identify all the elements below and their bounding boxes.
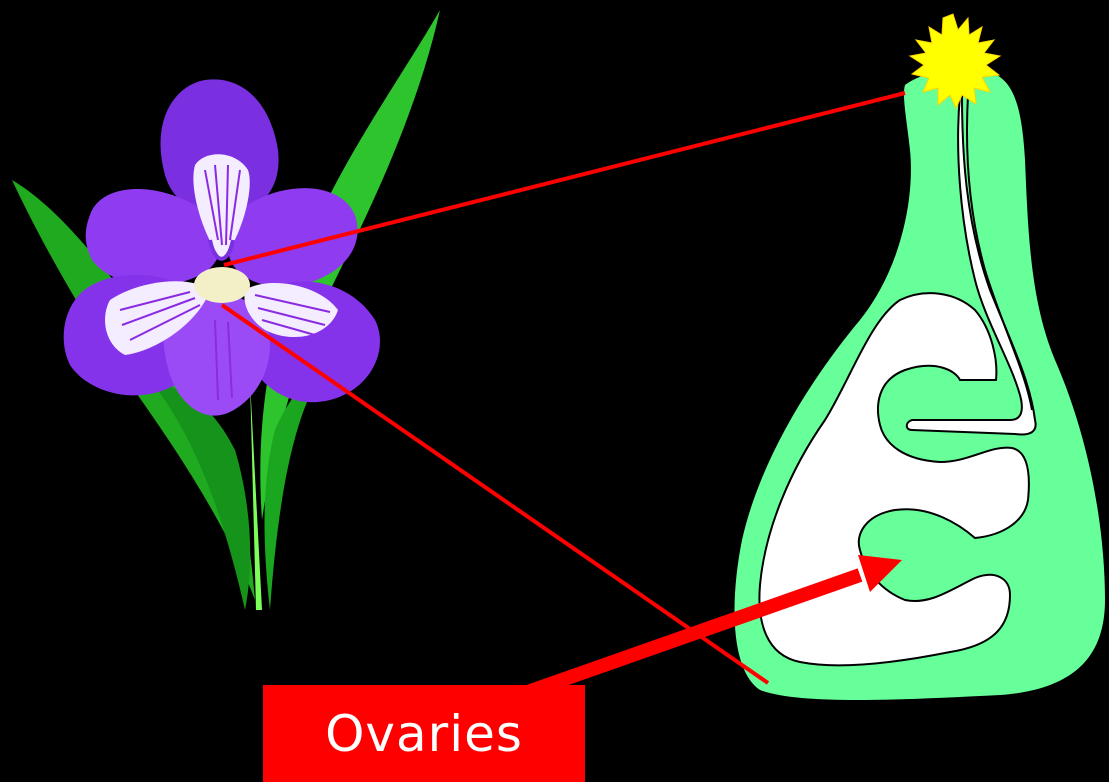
pointer-line-to-base (222, 305, 768, 683)
ovaries-label: Ovaries (325, 705, 523, 763)
petals (64, 79, 380, 415)
pointer-line-to-stigma (224, 93, 905, 265)
ovary-cavity (759, 293, 1028, 665)
ovaries-label-box: Ovaries (263, 685, 585, 782)
